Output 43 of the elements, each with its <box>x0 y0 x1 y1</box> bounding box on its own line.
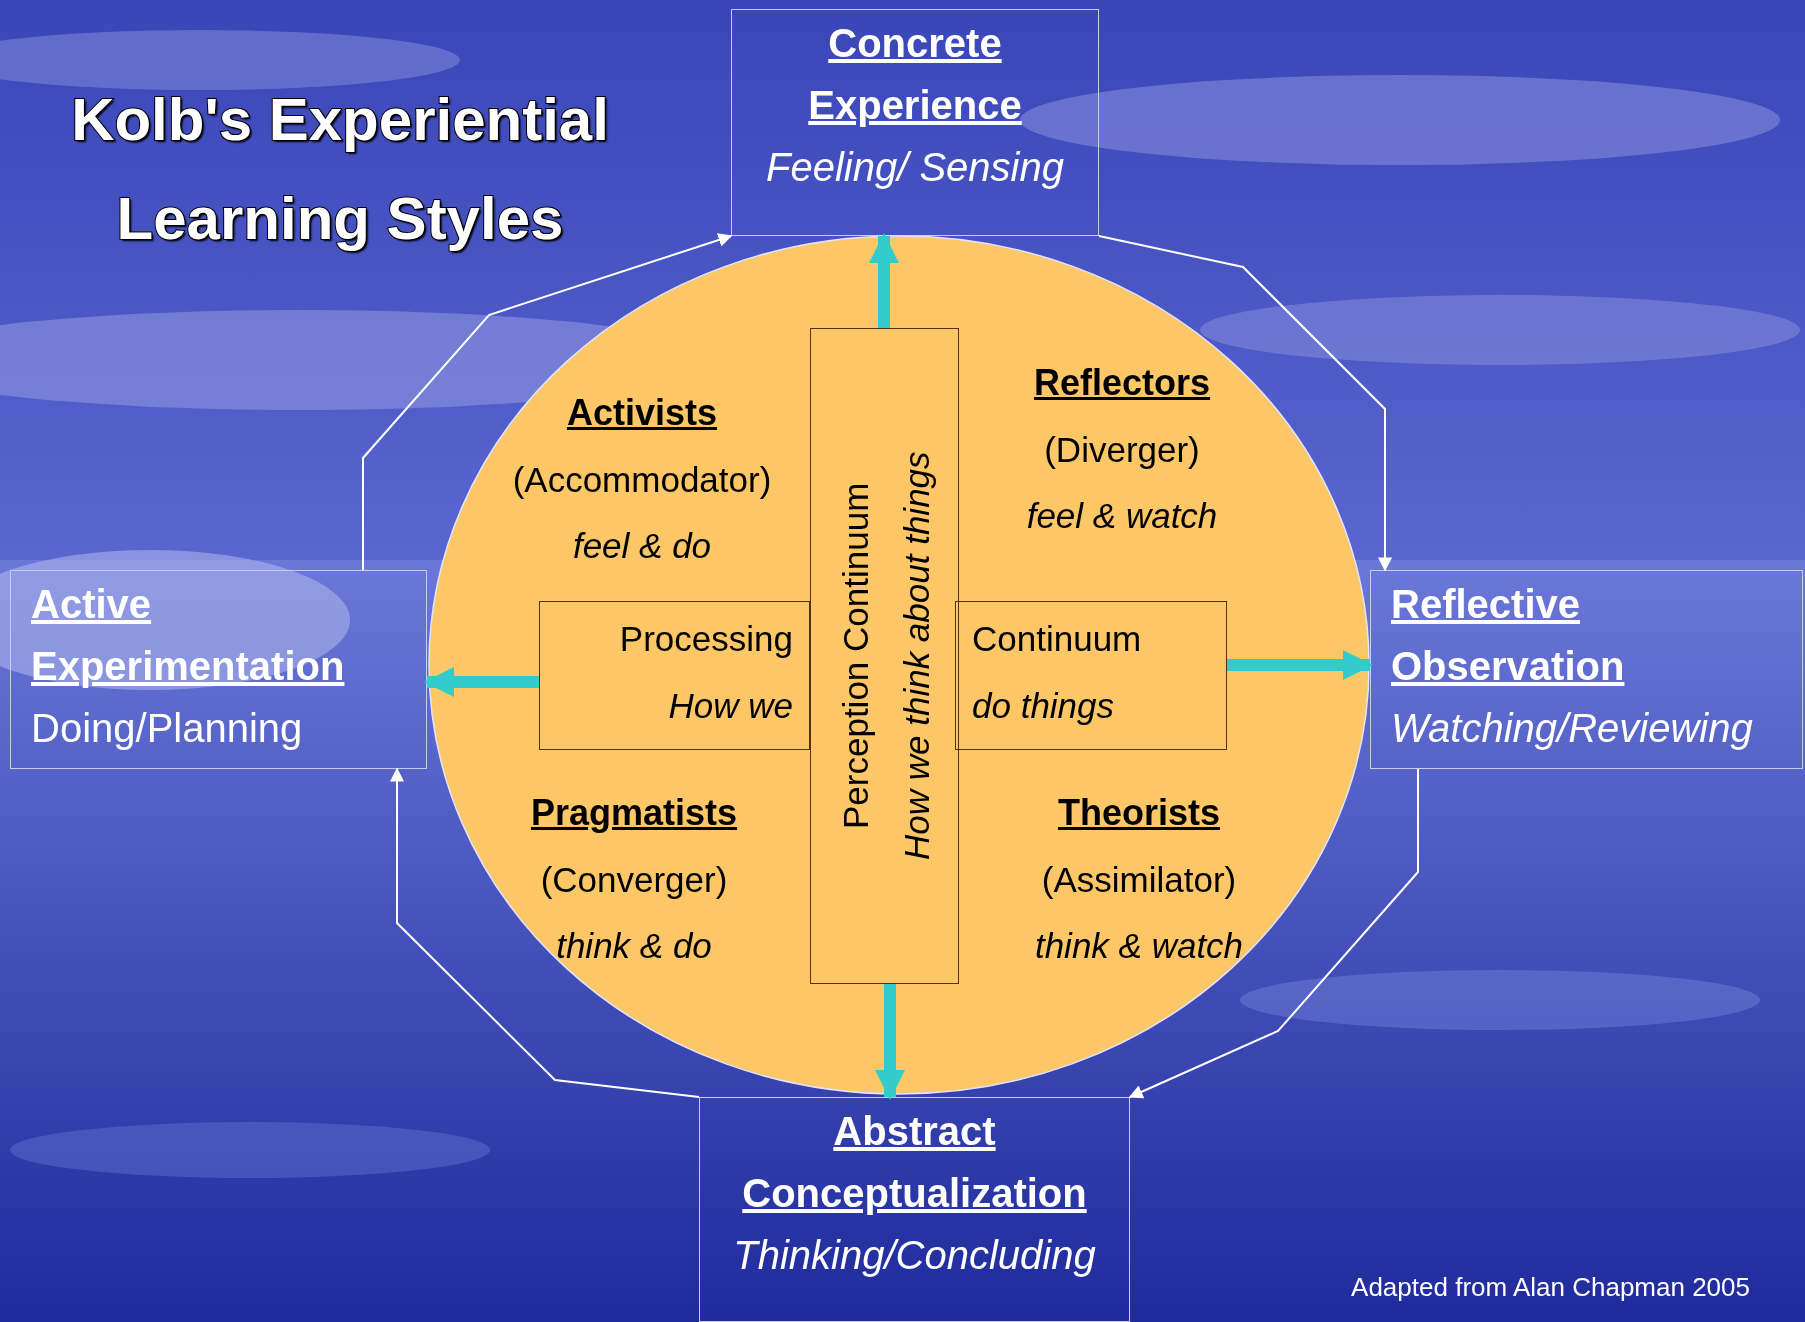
description-text: Processing <box>618 618 793 660</box>
description-text: (Converger) <box>539 858 729 901</box>
heading-text: Reflective Observation <box>1391 581 1626 690</box>
description-text: (Assimilator) <box>1040 858 1238 901</box>
arrow <box>390 767 700 1098</box>
description-text: Perception Continuum <box>835 481 876 832</box>
description-text: (Diverger) <box>1043 428 1201 471</box>
title: Kolb's Experiential Learning Styles <box>70 85 610 254</box>
heading-text: Concrete Experience <box>807 20 1023 129</box>
description-text: feel & watch <box>1025 495 1219 538</box>
description-text: How we think about things <box>896 450 938 863</box>
heading-text: Abstract Conceptualization <box>741 1108 1088 1217</box>
description-text: Continuum <box>972 618 1143 660</box>
arrow <box>1227 650 1373 680</box>
description-text: Thinking/Concluding <box>732 1232 1097 1279</box>
arrow <box>875 984 905 1100</box>
heading-text: Pragmatists <box>529 791 739 835</box>
arrow <box>362 233 733 571</box>
description-text: (Accommodator) <box>511 458 773 501</box>
heading-text: Active Experimentation <box>31 581 346 690</box>
continuum-box <box>810 328 959 984</box>
heading-text: Theorists <box>1056 791 1221 835</box>
description-text: think & watch <box>1033 925 1245 968</box>
description-text: Feeling/ Sensing <box>765 144 1065 191</box>
continuum-box <box>539 601 810 750</box>
arrow <box>424 667 539 697</box>
stage-box <box>731 9 1099 236</box>
description-text: How we <box>667 684 793 727</box>
arrow <box>1128 768 1419 1099</box>
continuum-box <box>955 601 1227 750</box>
description-text: do things <box>972 684 1116 727</box>
heading-text: Activists <box>565 391 719 435</box>
description-text: feel & do <box>571 525 713 568</box>
arrow <box>869 233 899 328</box>
description-text: think & do <box>555 925 713 968</box>
heading-text: Reflectors <box>1032 361 1212 405</box>
description-text: Doing/Planning <box>31 705 304 752</box>
stage-box <box>10 570 427 769</box>
stage-box <box>1370 570 1803 769</box>
stage-box <box>699 1097 1130 1322</box>
credit-note: Adapted from Alan Chapman 2005 <box>1351 1272 1750 1303</box>
arrow <box>1098 235 1392 572</box>
description-text: Watching/Reviewing <box>1391 705 1754 752</box>
